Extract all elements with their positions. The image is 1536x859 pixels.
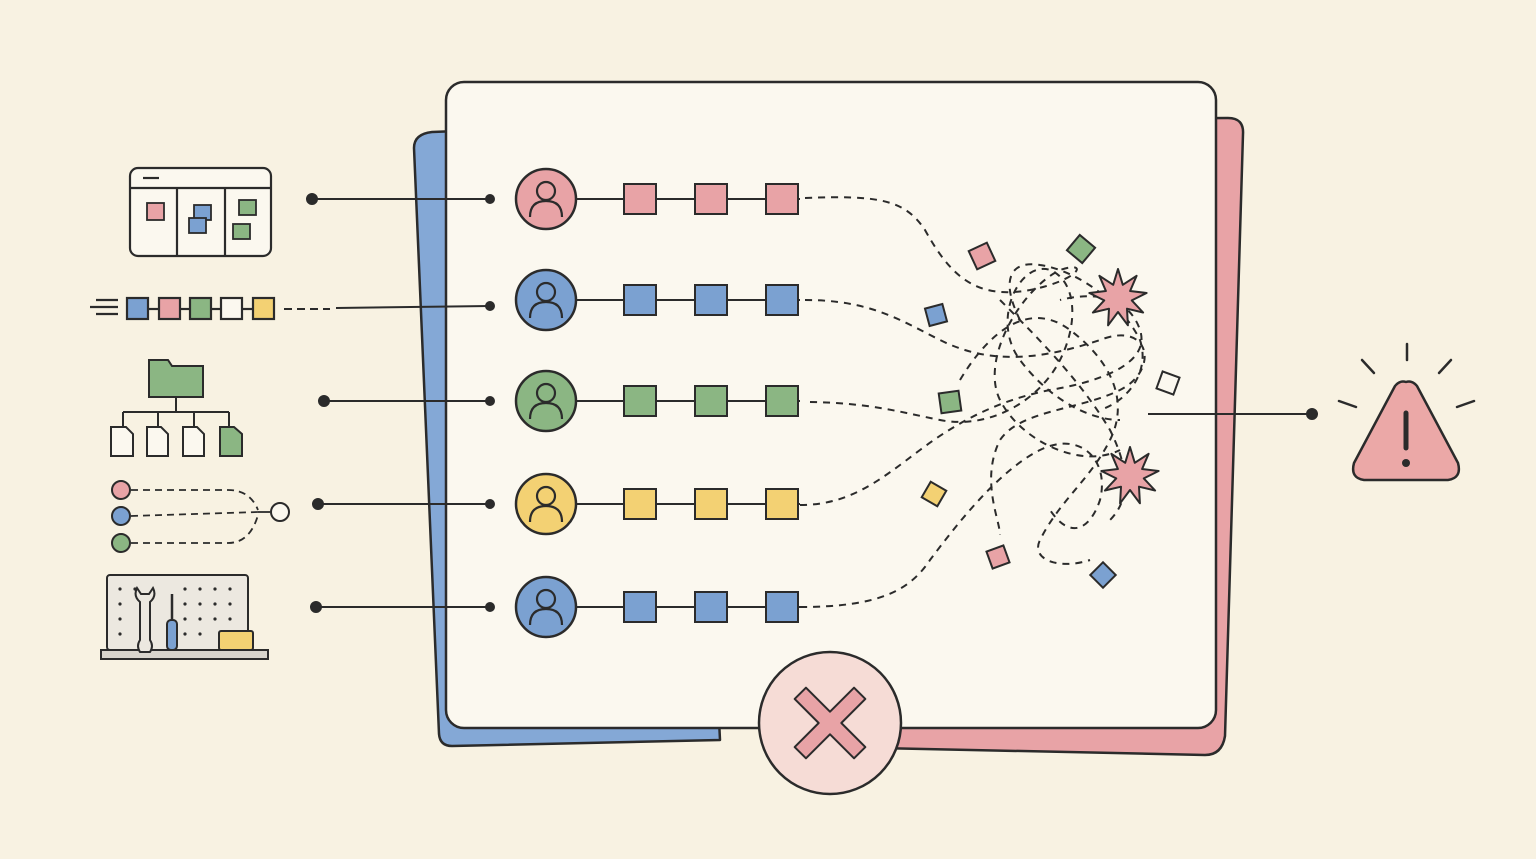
worker-avatar-icon	[514, 268, 578, 332]
scattered-task	[1088, 560, 1118, 590]
source-connectors	[284, 193, 495, 613]
kanban-board-icon	[128, 166, 273, 258]
task-block	[765, 284, 799, 316]
scattered-task	[967, 241, 997, 271]
reject-x-icon	[757, 650, 903, 796]
task-block	[623, 284, 657, 316]
worker-avatar-icon	[514, 167, 578, 231]
task-block	[694, 488, 728, 520]
worker-avatar-icon	[514, 575, 578, 639]
worker-row	[514, 575, 800, 639]
task-block	[694, 591, 728, 623]
task-block	[765, 591, 799, 623]
worker-row	[514, 268, 800, 332]
tool-pegboard-icon	[100, 574, 269, 660]
tangled-dashed-paths	[799, 196, 1146, 608]
worker-row	[514, 472, 800, 536]
scattered-task	[937, 389, 963, 415]
collision-burst-icon	[1088, 268, 1148, 327]
task-block	[765, 488, 799, 520]
folder-tree-icon	[110, 359, 243, 457]
task-block	[623, 488, 657, 520]
scattered-tasks	[920, 233, 1181, 590]
warning-icon	[1337, 342, 1476, 482]
task-block	[765, 183, 799, 215]
worker-rows	[514, 167, 800, 639]
task-block	[765, 385, 799, 417]
worker-avatar-icon	[514, 369, 578, 433]
scattered-task	[920, 480, 948, 508]
task-block	[694, 183, 728, 215]
collision-burst-icon	[1100, 446, 1160, 505]
task-block	[623, 385, 657, 417]
task-block	[623, 183, 657, 215]
worker-row	[514, 369, 800, 433]
task-block	[694, 385, 728, 417]
scattered-task	[923, 302, 949, 328]
worker-avatar-icon	[514, 472, 578, 536]
scattered-task	[1065, 233, 1097, 265]
collision-bursts	[1088, 268, 1160, 505]
task-block	[623, 591, 657, 623]
worker-row	[514, 167, 800, 231]
output-connector	[1148, 408, 1318, 420]
task-block	[694, 284, 728, 316]
task-queue-icon	[90, 296, 276, 321]
merging-branches-icon	[111, 480, 290, 553]
scattered-task	[1155, 370, 1181, 396]
scattered-task	[985, 544, 1011, 570]
